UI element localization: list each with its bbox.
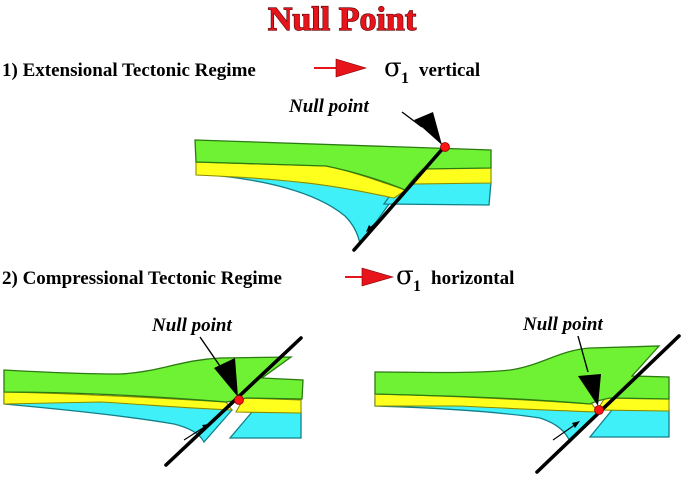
compressional-left-null-point-marker [234,395,244,405]
compressional-left-null-point-pointer-icon [199,336,238,397]
compressional-red-arrow-icon [345,267,395,287]
extensional-heading: 1) Extensional Tectonic Regime σ 1 verti… [2,53,480,87]
extensional-red-arrow-icon [314,58,368,78]
compressional-right-lower-layer-footwall [588,409,670,438]
compressional-heading-text: 2) Compressional Tectonic Regime [2,268,282,289]
compressional-right-upper-layer [374,345,670,405]
compressional-cross-section-right: Null point [374,314,681,474]
extensional-null-point-label: Null point [288,96,369,117]
compressional-right-slip-arrow-icon [552,421,580,441]
compressional-left-null-point-label: Null point [151,315,232,336]
extensional-null-point-marker [440,142,450,152]
compressional-right-fault-line [535,334,681,474]
extensional-heading-text: 1) Extensional Tectonic Regime [2,60,256,81]
compressional-left-slip-arrow-icon [183,424,209,441]
extensional-slip-arrow-icon [366,215,384,232]
compressional-left-middle-layer-footwall [235,397,302,414]
compressional-sigma-subscript: 1 [413,278,421,295]
compressional-right-null-point-marker [594,405,604,415]
compressional-sigma-symbol: σ [396,261,414,291]
compressional-cross-section-left: Null point [3,315,304,467]
extensional-sigma-subscript: 1 [401,70,409,87]
compressional-sigma-orientation: horizontal [431,268,514,289]
compressional-heading: 2) Compressional Tectonic Regime σ 1 hor… [2,261,514,295]
extensional-sigma-orientation: vertical [419,60,480,81]
compressional-right-null-point-label: Null point [522,314,603,335]
page-title: Null Point [268,1,417,38]
extensional-fault-line [352,144,447,252]
compressional-left-fault-line [164,336,303,467]
extensional-cross-section: Null point [194,96,492,252]
compressional-left-lower-layer-footwall [228,411,302,439]
extensional-null-point-pointer-icon [401,111,442,145]
compressional-right-null-point-pointer-icon [577,335,601,406]
extensional-sigma-symbol: σ [384,53,402,83]
